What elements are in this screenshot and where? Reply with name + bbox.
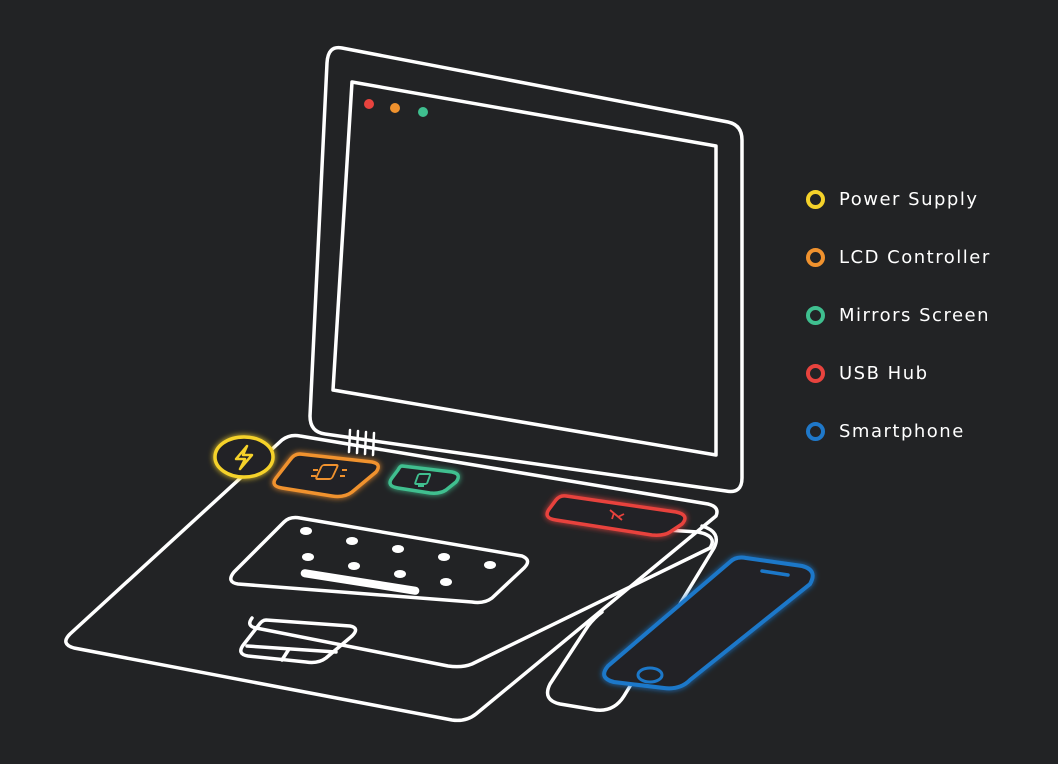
legend-item-mirrors-screen: Mirrors Screen: [806, 286, 991, 344]
touchpad: [239, 618, 358, 665]
power-supply-node: [213, 435, 275, 479]
legend-item-lcd-controller: LCD Controller: [806, 228, 991, 286]
legend-marker: [806, 305, 825, 325]
laptop-base: [64, 433, 719, 723]
legend-label: Smartphone: [839, 420, 965, 442]
laptop-screen: [331, 80, 718, 457]
legend-label: LCD Controller: [839, 246, 991, 268]
phone-home-button: [636, 666, 664, 684]
laptop-palmrest: [248, 524, 714, 669]
legend-label: Mirrors Screen: [839, 304, 991, 326]
touchpad-divider: [245, 644, 338, 654]
lcd-controller-node: [272, 452, 380, 499]
usb-icon: [609, 509, 625, 521]
smartphone-node: [602, 555, 815, 691]
window-dot-orange: [390, 103, 400, 113]
legend-label: USB Hub: [839, 362, 929, 384]
phone-dock: [545, 524, 718, 712]
window-dot-green: [418, 107, 428, 117]
legend-label: Power Supply: [839, 188, 979, 210]
legend-item-usb-hub: USB Hub: [806, 344, 991, 402]
phone-speaker: [760, 569, 790, 577]
laptop-lid: [308, 45, 744, 494]
screen-mirror-icon: [414, 473, 432, 487]
lightning-icon: [234, 444, 254, 471]
chip-icon: [311, 464, 347, 480]
legend-item-power-supply: Power Supply: [806, 170, 991, 228]
usb-hub-node: [545, 494, 687, 537]
legend-marker: [806, 247, 825, 267]
legend: Power Supply LCD Controller Mirrors Scre…: [806, 170, 991, 460]
keyboard-keys: [300, 527, 496, 595]
legend-marker: [806, 189, 825, 209]
legend-marker: [806, 363, 825, 383]
keyboard: [229, 515, 530, 605]
hinge-cables: [347, 428, 376, 457]
legend-marker: [806, 421, 825, 441]
window-dot-red: [364, 99, 374, 109]
mirrors-screen-node: [388, 464, 460, 495]
touchpad-split: [280, 647, 291, 662]
legend-item-smartphone: Smartphone: [806, 402, 991, 460]
